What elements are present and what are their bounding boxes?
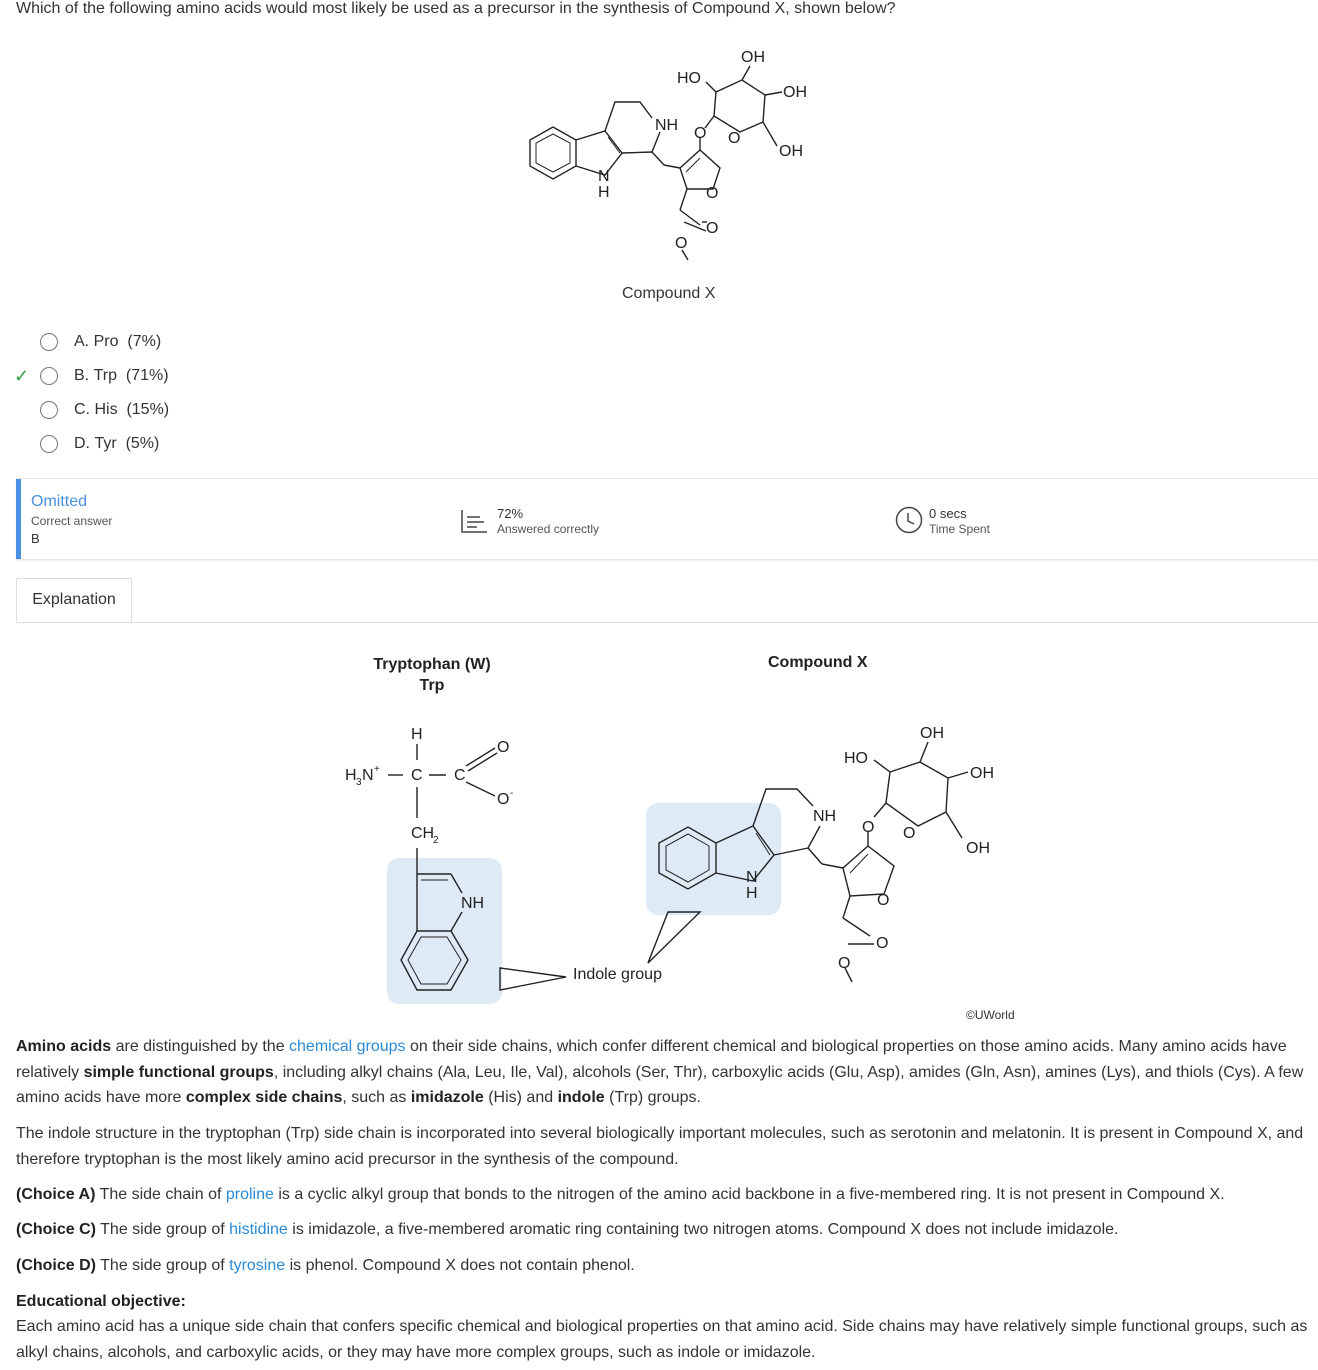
svg-text:O: O [877, 892, 889, 909]
svg-text:C: C [454, 767, 466, 784]
svg-text:N: N [598, 168, 610, 185]
svg-text:OH: OH [783, 84, 807, 101]
choice-d-explanation: (Choice D) The side group of tyrosine is… [16, 1257, 635, 1274]
explanation-paragraph-1: Amino acids are distinguished by the che… [16, 1038, 1304, 1106]
choice-percent: (15%) [126, 401, 170, 418]
svg-text:OH: OH [970, 765, 994, 782]
time-spent: 0 secs [929, 506, 967, 521]
radio-icon[interactable] [40, 367, 58, 385]
radio-icon[interactable] [40, 435, 58, 453]
svg-text:3: 3 [356, 777, 362, 788]
indole-group-label: Indole group [573, 966, 662, 983]
time-spent-label: Time Spent [929, 522, 990, 536]
svg-text:O: O [497, 739, 509, 756]
status-omitted: Omitted [31, 493, 88, 510]
histidine-link[interactable]: histidine [229, 1221, 288, 1238]
svg-text:NH: NH [461, 895, 484, 912]
choice-a[interactable]: A. Pro (7%) [14, 325, 169, 359]
choice-d[interactable]: D. Tyr (5%) [14, 427, 169, 461]
choice-letter: D. [74, 435, 90, 452]
choice-letter: C. [74, 401, 90, 418]
educational-objective-label: Educational objective: [16, 1293, 186, 1310]
choice-letter: B. [74, 367, 90, 384]
svg-text:CH: CH [411, 825, 434, 842]
clock-icon [895, 506, 923, 534]
svg-text:OH: OH [779, 143, 803, 160]
svg-text:H: H [411, 726, 423, 743]
answer-choices: A. Pro (7%) ✓ B. Trp (71%) C. His (15%) … [14, 325, 169, 461]
tyrosine-link[interactable]: tyrosine [229, 1257, 286, 1274]
svg-text:H: H [746, 885, 758, 902]
choice-name: Tyr [94, 435, 117, 452]
svg-text:O: O [497, 791, 509, 808]
svg-text:O: O [706, 185, 718, 202]
status-accent-bar [16, 479, 21, 559]
chemical-groups-link[interactable]: chemical groups [289, 1038, 406, 1055]
choice-percent: (7%) [127, 333, 162, 350]
choice-a-explanation: (Choice A) The side chain of proline is … [16, 1186, 1225, 1203]
compound-x-structure: HO OH OH OH NH O O O O O N H [529, 49, 807, 261]
correct-answer-label: Correct answer [31, 514, 113, 528]
svg-text:O: O [838, 955, 850, 972]
bar-chart-icon [461, 510, 487, 533]
proline-link[interactable]: proline [225, 1186, 274, 1203]
svg-text:N: N [746, 869, 758, 886]
svg-text:H: H [345, 767, 357, 784]
choice-c[interactable]: C. His (15%) [14, 393, 169, 427]
choice-name: Trp [93, 367, 117, 384]
percent-correct: 72% [497, 506, 524, 521]
svg-text:N: N [362, 767, 374, 784]
question-text: Which of the following amino acids would… [16, 0, 896, 17]
educational-objective-text: Each amino acid has a unique side chain … [16, 1318, 1308, 1361]
compound-x-title: Compound X [768, 654, 868, 671]
correct-answer-value: B [31, 531, 40, 546]
explanation-tabs: Explanation [16, 578, 1318, 623]
svg-text:OH: OH [741, 49, 765, 66]
explanation-figure: H H 3 N + C C O O - CH 2 NH HO OH OH OH … [345, 725, 994, 1004]
choice-percent: (71%) [125, 367, 169, 384]
tab-explanation[interactable]: Explanation [16, 578, 132, 622]
copyright: ©UWorld [966, 1008, 1015, 1022]
choice-c-explanation: (Choice C) The side group of histidine i… [16, 1221, 1119, 1238]
percent-correct-label: Answered correctly [497, 522, 600, 536]
svg-text:O: O [675, 235, 687, 252]
choice-name: Pro [93, 333, 119, 350]
choice-name: His [94, 401, 118, 418]
svg-text:C: C [411, 767, 423, 784]
svg-text:O: O [706, 220, 718, 237]
choice-percent: (5%) [125, 435, 160, 452]
svg-text:O: O [903, 825, 915, 842]
svg-text:H: H [598, 184, 610, 201]
svg-text:OH: OH [966, 840, 990, 857]
svg-text:NH: NH [813, 808, 836, 825]
svg-text:O: O [728, 130, 740, 147]
svg-text:O: O [862, 819, 874, 836]
compound-x-caption: Compound X [622, 285, 716, 302]
checkmark-icon: ✓ [14, 365, 30, 386]
stats-bar: Omitted Correct answer B 72% Answered co… [16, 478, 1318, 560]
tryptophan-title: Tryptophan (W) Trp [373, 656, 491, 694]
svg-text:O: O [694, 125, 706, 142]
svg-text:OH: OH [920, 725, 944, 742]
svg-text:2: 2 [433, 835, 439, 846]
svg-text:HO: HO [844, 750, 868, 767]
choice-letter: A. [74, 333, 90, 350]
svg-text:NH: NH [655, 117, 678, 134]
explanation-paragraph-2: The indole structure in the tryptophan (… [16, 1125, 1304, 1168]
radio-icon[interactable] [40, 333, 58, 351]
choice-b[interactable]: ✓ B. Trp (71%) [14, 359, 169, 393]
svg-text:+: + [374, 764, 380, 775]
svg-text:HO: HO [677, 70, 701, 87]
svg-text:O: O [876, 935, 888, 952]
radio-icon[interactable] [40, 401, 58, 419]
svg-text:-: - [510, 788, 513, 799]
